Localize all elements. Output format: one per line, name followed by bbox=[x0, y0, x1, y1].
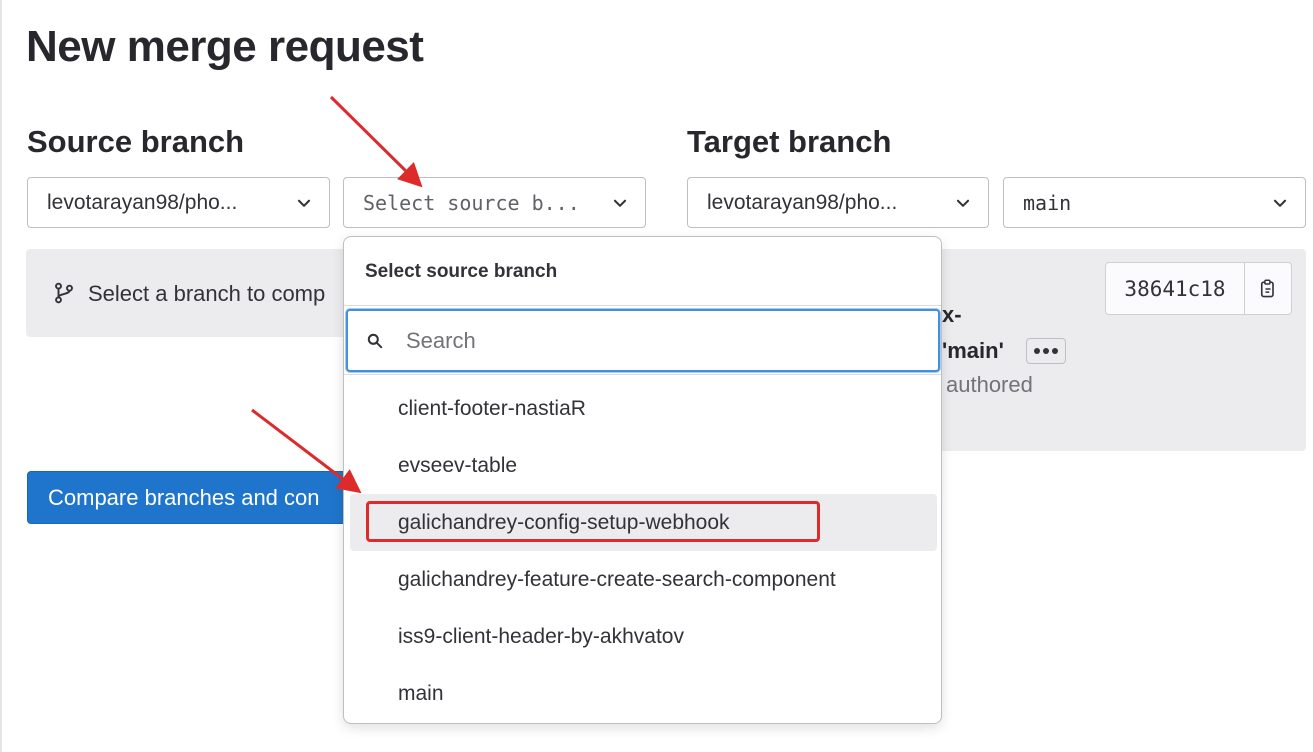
annotation-arrow bbox=[329, 95, 423, 188]
source-project-dropdown[interactable]: levotarayan98/pho... bbox=[27, 177, 330, 228]
source-info-panel bbox=[26, 249, 356, 337]
chevron-down-icon bbox=[1273, 199, 1287, 207]
branch-icon bbox=[55, 282, 73, 304]
menu-header: Select source branch bbox=[365, 261, 558, 282]
target-project-value: levotarayan98/pho... bbox=[707, 190, 898, 214]
branch-list: client-footer-nastiaR evseev-table galic… bbox=[350, 380, 937, 722]
target-branch-value: main bbox=[1023, 190, 1072, 215]
source-branch-label: Source branch bbox=[27, 124, 245, 159]
branch-name: evseev-table bbox=[398, 453, 518, 477]
branch-name: client-footer-nastiaR bbox=[398, 396, 586, 420]
select-branch-message: Select a branch to comp bbox=[88, 281, 326, 306]
divider bbox=[344, 374, 941, 375]
branch-name: main bbox=[398, 681, 444, 705]
list-item[interactable]: main bbox=[350, 665, 937, 722]
copy-icon bbox=[1260, 279, 1274, 297]
commit-title-fragment-2: 'main' bbox=[942, 338, 1004, 363]
branch-search-input[interactable] bbox=[406, 327, 938, 354]
commit-sha-group: 38641c18 bbox=[1105, 262, 1292, 315]
search-icon bbox=[367, 333, 383, 348]
toggle-commit-description-button[interactable] bbox=[1026, 338, 1066, 364]
list-item[interactable]: client-footer-nastiaR bbox=[350, 380, 937, 437]
chevron-down-icon bbox=[956, 199, 970, 207]
source-branch-menu: Select source branch client-footer-nasti… bbox=[343, 236, 942, 724]
chevron-down-icon bbox=[613, 199, 627, 207]
branch-search-box bbox=[346, 309, 940, 372]
list-item[interactable]: evseev-table bbox=[350, 437, 937, 494]
commit-title-fragment: x- bbox=[942, 302, 962, 327]
branch-name: galichandrey-config-setup-webhook bbox=[398, 510, 730, 534]
ellipsis-icon bbox=[1034, 348, 1040, 354]
annotation-highlight-box bbox=[366, 501, 820, 542]
commit-sha: 38641c18 bbox=[1106, 263, 1245, 314]
target-branch-dropdown[interactable]: main bbox=[1003, 177, 1306, 228]
list-item[interactable]: iss9-client-header-by-akhvatov bbox=[350, 608, 937, 665]
target-project-dropdown[interactable]: levotarayan98/pho... bbox=[687, 177, 989, 228]
list-item[interactable]: galichandrey-feature-create-search-compo… bbox=[350, 551, 937, 608]
target-branch-label: Target branch bbox=[687, 124, 892, 159]
source-branch-dropdown[interactable]: Select source b... bbox=[343, 177, 646, 228]
source-project-value: levotarayan98/pho... bbox=[47, 190, 238, 214]
source-branch-placeholder: Select source b... bbox=[363, 190, 580, 215]
page-title: New merge request bbox=[26, 22, 424, 71]
commit-meta-fragment: authored bbox=[946, 372, 1033, 397]
branch-name: iss9-client-header-by-akhvatov bbox=[398, 624, 684, 648]
list-item-highlighted[interactable]: galichandrey-config-setup-webhook bbox=[350, 494, 937, 551]
branch-name: galichandrey-feature-create-search-compo… bbox=[398, 567, 836, 591]
compare-branches-button[interactable]: Compare branches and con bbox=[27, 471, 367, 524]
chevron-down-icon bbox=[297, 199, 311, 207]
divider bbox=[344, 305, 941, 306]
copy-sha-button[interactable] bbox=[1245, 263, 1291, 314]
